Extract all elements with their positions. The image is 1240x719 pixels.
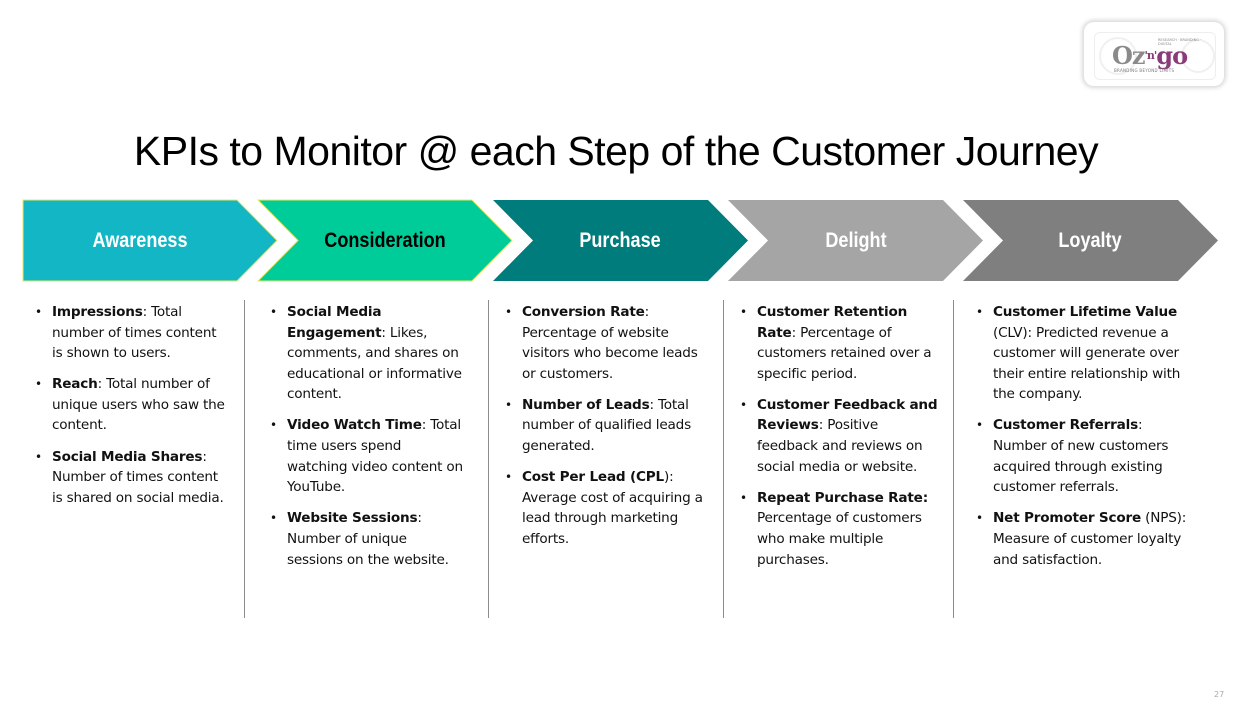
kpi-term: Customer Referrals — [993, 417, 1138, 434]
kpi-item: Number of Leads: Total number of qualifi… — [505, 395, 715, 457]
kpi-item: Customer Retention Rate: Percentage of c… — [740, 302, 940, 384]
kpi-term: Video Watch Time — [287, 417, 422, 434]
kpi-desc: : Total number of times content is shown… — [52, 304, 217, 362]
logo-go: go — [1156, 41, 1188, 70]
chevron-loyalty — [963, 200, 1218, 281]
kpi-list: Customer Retention Rate: Percentage of c… — [740, 302, 940, 570]
kpi-item: Net Promoter Score (NPS): Measure of cus… — [976, 508, 1188, 570]
logo-frame — [1094, 32, 1216, 80]
kpi-column-loyalty: Customer Lifetime Value (CLV): Predicted… — [976, 302, 1188, 581]
kpi-item: Video Watch Time: Total time users spend… — [270, 415, 465, 497]
kpi-item: Customer Referrals: Number of new custom… — [976, 415, 1188, 497]
kpi-item: Impressions: Total number of times conte… — [35, 302, 225, 364]
kpi-term: Repeat Purchase Rate: — [757, 489, 928, 506]
kpi-term: Customer Feedback and Reviews — [757, 396, 938, 434]
kpi-desc: : Percentage of website visitors who bec… — [522, 304, 698, 382]
kpi-term: Impressions — [52, 304, 143, 320]
kpi-term: Social Media Engagement — [287, 304, 382, 341]
kpi-term: Reach — [52, 376, 98, 393]
kpi-term: Website Sessions — [287, 510, 418, 527]
chevron-purchase — [493, 200, 748, 281]
chevron-delight — [728, 200, 983, 281]
kpi-desc: : Number of unique sessions on the websi… — [287, 510, 449, 568]
kpi-desc: Percentage of customers who make multipl… — [757, 510, 922, 568]
column-divider — [953, 300, 954, 618]
kpi-term: Social Media Shares — [52, 448, 203, 465]
kpi-column-purchase: Conversion Rate: Percentage of website v… — [505, 302, 715, 560]
stage-label-purchase: Purchase — [579, 229, 661, 252]
logo-decor-circle — [1181, 39, 1215, 73]
logo-side-text: RESEARCH · BRANDING · DIGITAL — [1158, 38, 1202, 46]
stage-label-delight: Delight — [825, 229, 887, 252]
kpi-item: Social Media Engagement: Likes, comments… — [270, 302, 465, 405]
kpi-desc: : Total number of qualified leads genera… — [522, 396, 691, 455]
kpi-term: Conversion Rate — [522, 304, 645, 320]
kpi-term: Cost Per Lead (CPL — [522, 469, 664, 486]
company-logo: Oz'n'go BRANDING BEYOND LIMITS RESEARCH … — [1084, 22, 1224, 86]
stage-label-loyalty: Loyalty — [1058, 229, 1122, 252]
kpi-desc: : Total time users spend watching video … — [287, 417, 463, 496]
logo-oz: Oz — [1112, 41, 1146, 70]
kpi-list: Customer Lifetime Value (CLV): Predicted… — [976, 302, 1188, 570]
stage-label-awareness: Awareness — [92, 229, 188, 252]
column-divider — [488, 300, 489, 618]
kpi-desc: : Likes, comments, and shares on educati… — [287, 324, 462, 403]
kpi-item: Cost Per Lead (CPL): Average cost of acq… — [505, 467, 715, 549]
kpi-column-awareness: Impressions: Total number of times conte… — [35, 302, 225, 519]
kpi-term: Customer Retention Rate — [757, 304, 908, 341]
stage-label-consideration: Consideration — [324, 229, 446, 252]
journey-chevrons — [22, 199, 1218, 282]
kpi-desc: (NPS): Measure of customer loyalty and s… — [993, 510, 1187, 568]
page-number: 27 — [1214, 690, 1225, 699]
kpi-list: Conversion Rate: Percentage of website v… — [505, 302, 715, 550]
kpi-desc: : Number of new customers acquired throu… — [993, 417, 1169, 496]
kpi-term: Customer Lifetime Value — [993, 304, 1178, 320]
kpi-desc: ): Average cost of acquiring a lead thro… — [522, 469, 703, 547]
kpi-term: Number of Leads — [522, 396, 650, 413]
kpi-list: Social Media Engagement: Likes, comments… — [270, 302, 465, 570]
kpi-column-delight: Customer Retention Rate: Percentage of c… — [740, 302, 940, 581]
kpi-item: Website Sessions: Number of unique sessi… — [270, 508, 465, 570]
kpi-column-consideration: Social Media Engagement: Likes, comments… — [270, 302, 465, 581]
kpi-term: Net Promoter Score — [993, 510, 1142, 527]
kpi-item: Customer Feedback and Reviews: Positive … — [740, 395, 940, 477]
chevron-awareness — [22, 199, 278, 282]
slide-title: KPIs to Monitor @ each Step of the Custo… — [133, 128, 1099, 174]
kpi-desc: (CLV): Predicted revenue a customer will… — [993, 324, 1181, 403]
column-divider — [244, 300, 245, 618]
logo-n: 'n' — [1144, 49, 1158, 62]
kpi-desc: : Total number of unique users who saw t… — [52, 376, 225, 434]
kpi-item: Repeat Purchase Rate: Percentage of cust… — [740, 488, 940, 570]
kpi-item: Customer Lifetime Value (CLV): Predicted… — [976, 302, 1188, 405]
kpi-list: Impressions: Total number of times conte… — [35, 302, 225, 508]
logo-wordmark: Oz'n'go — [1112, 41, 1188, 70]
kpi-item: Reach: Total number of unique users who … — [35, 374, 225, 436]
kpi-item: Conversion Rate: Percentage of website v… — [505, 302, 715, 384]
kpi-item: Social Media Shares: Number of times con… — [35, 447, 225, 509]
kpi-desc: : Positive feedback and reviews on socia… — [757, 417, 923, 475]
logo-decor-circle — [1099, 37, 1137, 75]
column-divider — [723, 300, 724, 618]
logo-tagline: BRANDING BEYOND LIMITS — [1114, 68, 1175, 73]
kpi-desc: : Percentage of customers retained over … — [757, 324, 932, 382]
kpi-desc: : Number of times content is shared on s… — [52, 448, 224, 506]
chevron-consideration — [256, 199, 513, 282]
